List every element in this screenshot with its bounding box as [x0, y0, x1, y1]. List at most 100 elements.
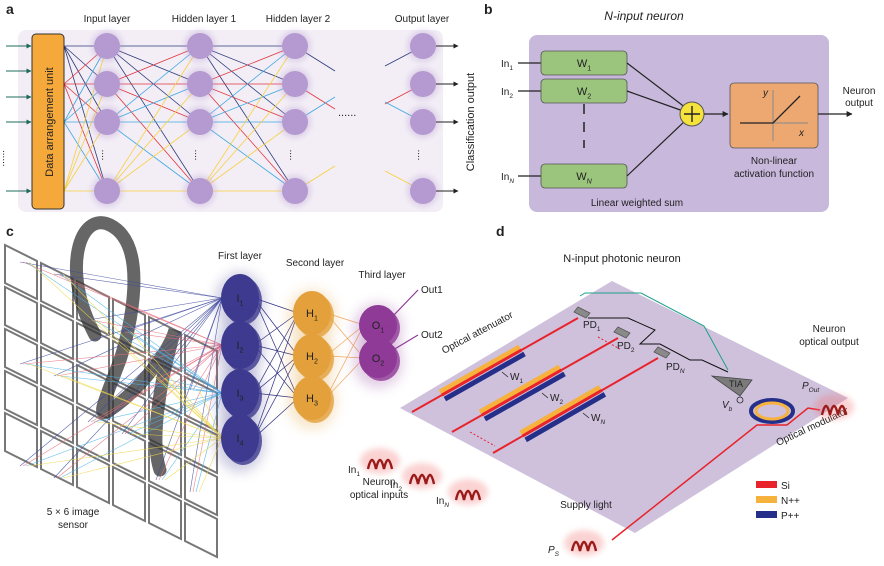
sensor-ray	[87, 297, 223, 321]
panel-letter-c: c	[6, 223, 14, 239]
photodiode-label: PDN	[666, 362, 685, 375]
output-line	[392, 334, 419, 351]
sensor-ray	[90, 319, 223, 346]
sensor-ray	[28, 437, 223, 467]
sensor-ray	[59, 273, 223, 394]
sensor-pixel	[4, 369, 38, 427]
sensor-ray	[19, 297, 223, 467]
supply-wave-icon	[570, 540, 598, 552]
optical-input-label: InN	[436, 496, 449, 509]
weight-label: W1	[510, 372, 523, 385]
sensor-ray	[22, 344, 223, 467]
p-s-label: PS	[548, 545, 560, 558]
sensor-ray	[161, 377, 223, 394]
sensor-ray	[130, 331, 223, 439]
legend-swatch	[756, 481, 777, 488]
neuron-node	[94, 71, 120, 97]
neuron-node	[187, 178, 213, 204]
weight-leader	[501, 371, 509, 378]
sensor-ray	[164, 377, 223, 439]
input-label: InN	[501, 172, 514, 185]
image-sensor	[4, 243, 218, 559]
chip-substrate	[400, 281, 848, 533]
connection	[199, 83, 296, 192]
weight-label: W1	[577, 58, 591, 72]
p-doped-region	[524, 392, 607, 443]
layer-label: Hidden layer 1	[172, 14, 237, 25]
sensor-label: 5 × 6 image	[47, 507, 100, 518]
connection	[253, 312, 299, 439]
ellipsis: ......	[338, 107, 356, 119]
supply-waveguide	[611, 407, 821, 541]
node-ellipsis: ....	[415, 149, 426, 160]
sensor-ray	[155, 297, 223, 481]
weight-leader	[582, 412, 590, 419]
first-layer-node-label: I1	[236, 293, 243, 307]
sensor-ray	[25, 363, 223, 394]
sensor-ray	[124, 331, 223, 346]
sensor-pixel	[112, 423, 146, 481]
classification-output-label: Classification output	[465, 73, 477, 171]
weight-leader	[541, 392, 549, 399]
sensor-ray	[25, 392, 223, 467]
first-layer-node	[221, 321, 259, 369]
neuron-title: N-input neuron	[604, 9, 684, 23]
neuron-output-label-2: output	[845, 98, 873, 109]
connection	[199, 45, 296, 192]
sensor-pixel	[184, 501, 218, 559]
sensor-pixel	[40, 429, 74, 487]
neuron-node	[187, 71, 213, 97]
optical-input-label: In2	[390, 480, 402, 493]
activation-label: Non-linear	[751, 156, 798, 167]
weight-label: W2	[577, 86, 591, 100]
connection	[106, 121, 201, 192]
tia-amplifier	[710, 375, 753, 397]
sensor-ray	[28, 261, 223, 439]
linear-weighted-sum-label: Linear weighted sum	[591, 198, 683, 209]
n-doped-region	[519, 385, 602, 436]
neuron-node	[94, 178, 120, 204]
sensor-rays	[19, 261, 223, 493]
input-ellipsis: ......	[0, 150, 11, 167]
sensor-ray	[96, 421, 223, 439]
connection	[106, 45, 201, 192]
sensor-ray	[59, 392, 223, 479]
legend-label: N++	[781, 496, 800, 507]
p-doped-region	[483, 371, 566, 422]
neuron-optical-output-label-2: optical output	[799, 337, 859, 348]
sensor-pixel	[148, 483, 182, 541]
input-label: In2	[501, 87, 513, 100]
input-wave-icon	[408, 473, 436, 485]
node-ellipsis: ....	[192, 149, 203, 160]
sensor-ray	[158, 344, 223, 379]
connection	[106, 45, 201, 85]
second-layer-node	[293, 334, 331, 378]
photodiode-icon	[573, 306, 591, 319]
data-arrangement-unit-label: Data arrangement unit	[44, 67, 56, 176]
sensor-pixel	[40, 345, 74, 403]
first-layer-node-label: I2	[236, 340, 243, 354]
third-layer-node	[359, 305, 397, 345]
sensor-ray	[25, 261, 223, 394]
output-label: Out2	[421, 330, 443, 341]
relu-curve	[740, 95, 801, 124]
ellipsis-dashes	[597, 336, 621, 350]
connection	[106, 83, 201, 123]
sensor-ray	[121, 297, 223, 435]
sensor-ray	[93, 392, 223, 423]
sensor-ray	[155, 297, 223, 379]
photodiode-label: PD1	[583, 320, 601, 333]
panel-letter-b: b	[484, 1, 493, 17]
second-layer-node-label: H1	[306, 308, 318, 322]
first-layer-node	[221, 369, 259, 417]
sensor-ray	[19, 261, 223, 299]
